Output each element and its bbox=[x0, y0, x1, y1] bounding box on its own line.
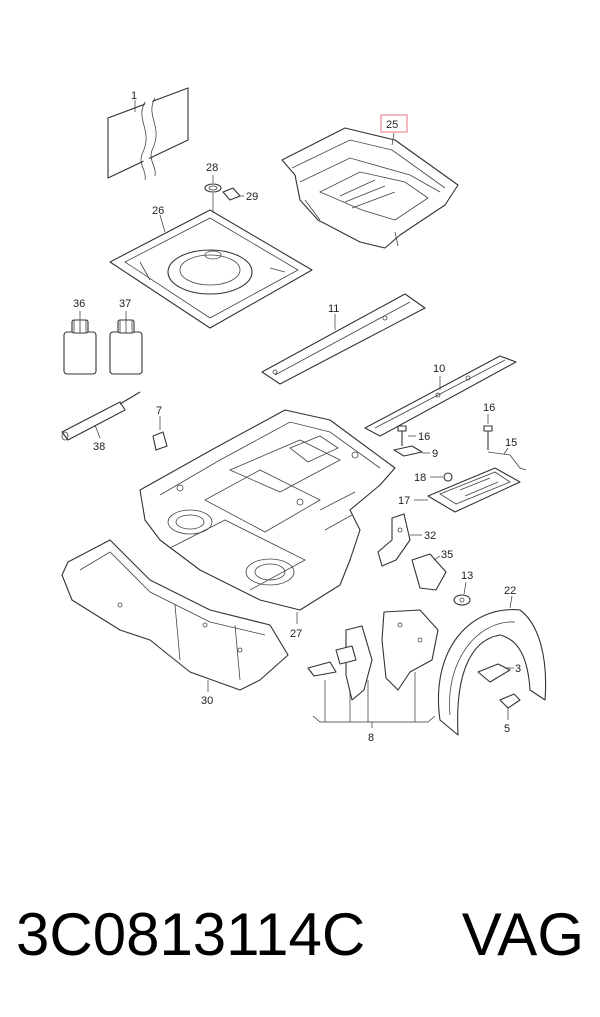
part-16-bolt-b bbox=[483, 414, 493, 450]
callout-3: 3 bbox=[515, 663, 521, 675]
callout-25-highlight-box bbox=[380, 114, 408, 133]
caption-bar: 3C0813114C VAG bbox=[0, 895, 600, 975]
part-10-bracket bbox=[364, 355, 517, 437]
callout-26: 26 bbox=[152, 205, 164, 217]
part-25-spare-wheel-well bbox=[281, 127, 459, 249]
callout-7: 7 bbox=[156, 405, 162, 417]
callout-16b: 16 bbox=[483, 402, 495, 414]
callout-16a: 16 bbox=[418, 431, 430, 443]
part-15-wire bbox=[487, 447, 527, 471]
part-1-sheet bbox=[107, 87, 189, 181]
part-26-floor-pan bbox=[109, 209, 313, 329]
callout-35: 35 bbox=[441, 549, 453, 561]
callout-17: 17 bbox=[398, 495, 410, 507]
callout-15: 15 bbox=[505, 437, 517, 449]
callout-36: 36 bbox=[73, 298, 85, 310]
callout-29: 29 bbox=[246, 191, 258, 203]
part-22-wheel-arch bbox=[438, 595, 547, 736]
callout-32: 32 bbox=[424, 530, 436, 542]
callout-37: 37 bbox=[119, 298, 131, 310]
part-37-bottle bbox=[109, 311, 143, 375]
part-29-label bbox=[222, 187, 244, 201]
part-13-plug bbox=[453, 581, 471, 606]
part-35-panel bbox=[411, 553, 447, 591]
callout-10: 10 bbox=[433, 363, 445, 375]
part-9-bracket bbox=[393, 445, 430, 457]
part-32-bracket bbox=[377, 513, 422, 567]
part-27-rear-floor bbox=[139, 409, 396, 624]
callout-11: 11 bbox=[328, 303, 339, 315]
callout-1: 1 bbox=[131, 90, 137, 102]
part-11-bracket bbox=[261, 293, 426, 385]
part-18-nut bbox=[430, 472, 453, 482]
callout-25: 25 bbox=[386, 119, 398, 131]
brand-text: VAG bbox=[461, 901, 584, 968]
part-36-bottle bbox=[63, 311, 97, 375]
callout-28: 28 bbox=[206, 162, 218, 174]
part-3-bracket bbox=[477, 663, 514, 683]
callout-18: 18 bbox=[414, 472, 426, 484]
callout-8: 8 bbox=[368, 732, 374, 744]
part-number-text: 3C0813114C bbox=[16, 901, 366, 968]
part-8-bracket-group bbox=[307, 609, 439, 728]
part-16-bolt-a bbox=[397, 425, 416, 446]
callout-30: 30 bbox=[201, 695, 213, 707]
callout-9: 9 bbox=[432, 448, 438, 460]
callout-13: 13 bbox=[461, 570, 473, 582]
callout-22: 22 bbox=[504, 585, 516, 597]
parts-diagram: 1 25 28 29 26 36 bbox=[61, 87, 547, 744]
part-7-clip bbox=[152, 416, 168, 451]
callout-5: 5 bbox=[504, 723, 510, 735]
callout-27: 27 bbox=[290, 628, 302, 640]
part-38-applicator bbox=[61, 391, 141, 441]
part-17-tray bbox=[414, 467, 521, 513]
part-30-rear-panel bbox=[61, 539, 289, 692]
callout-38: 38 bbox=[93, 441, 105, 453]
part-5-clip bbox=[499, 693, 521, 720]
